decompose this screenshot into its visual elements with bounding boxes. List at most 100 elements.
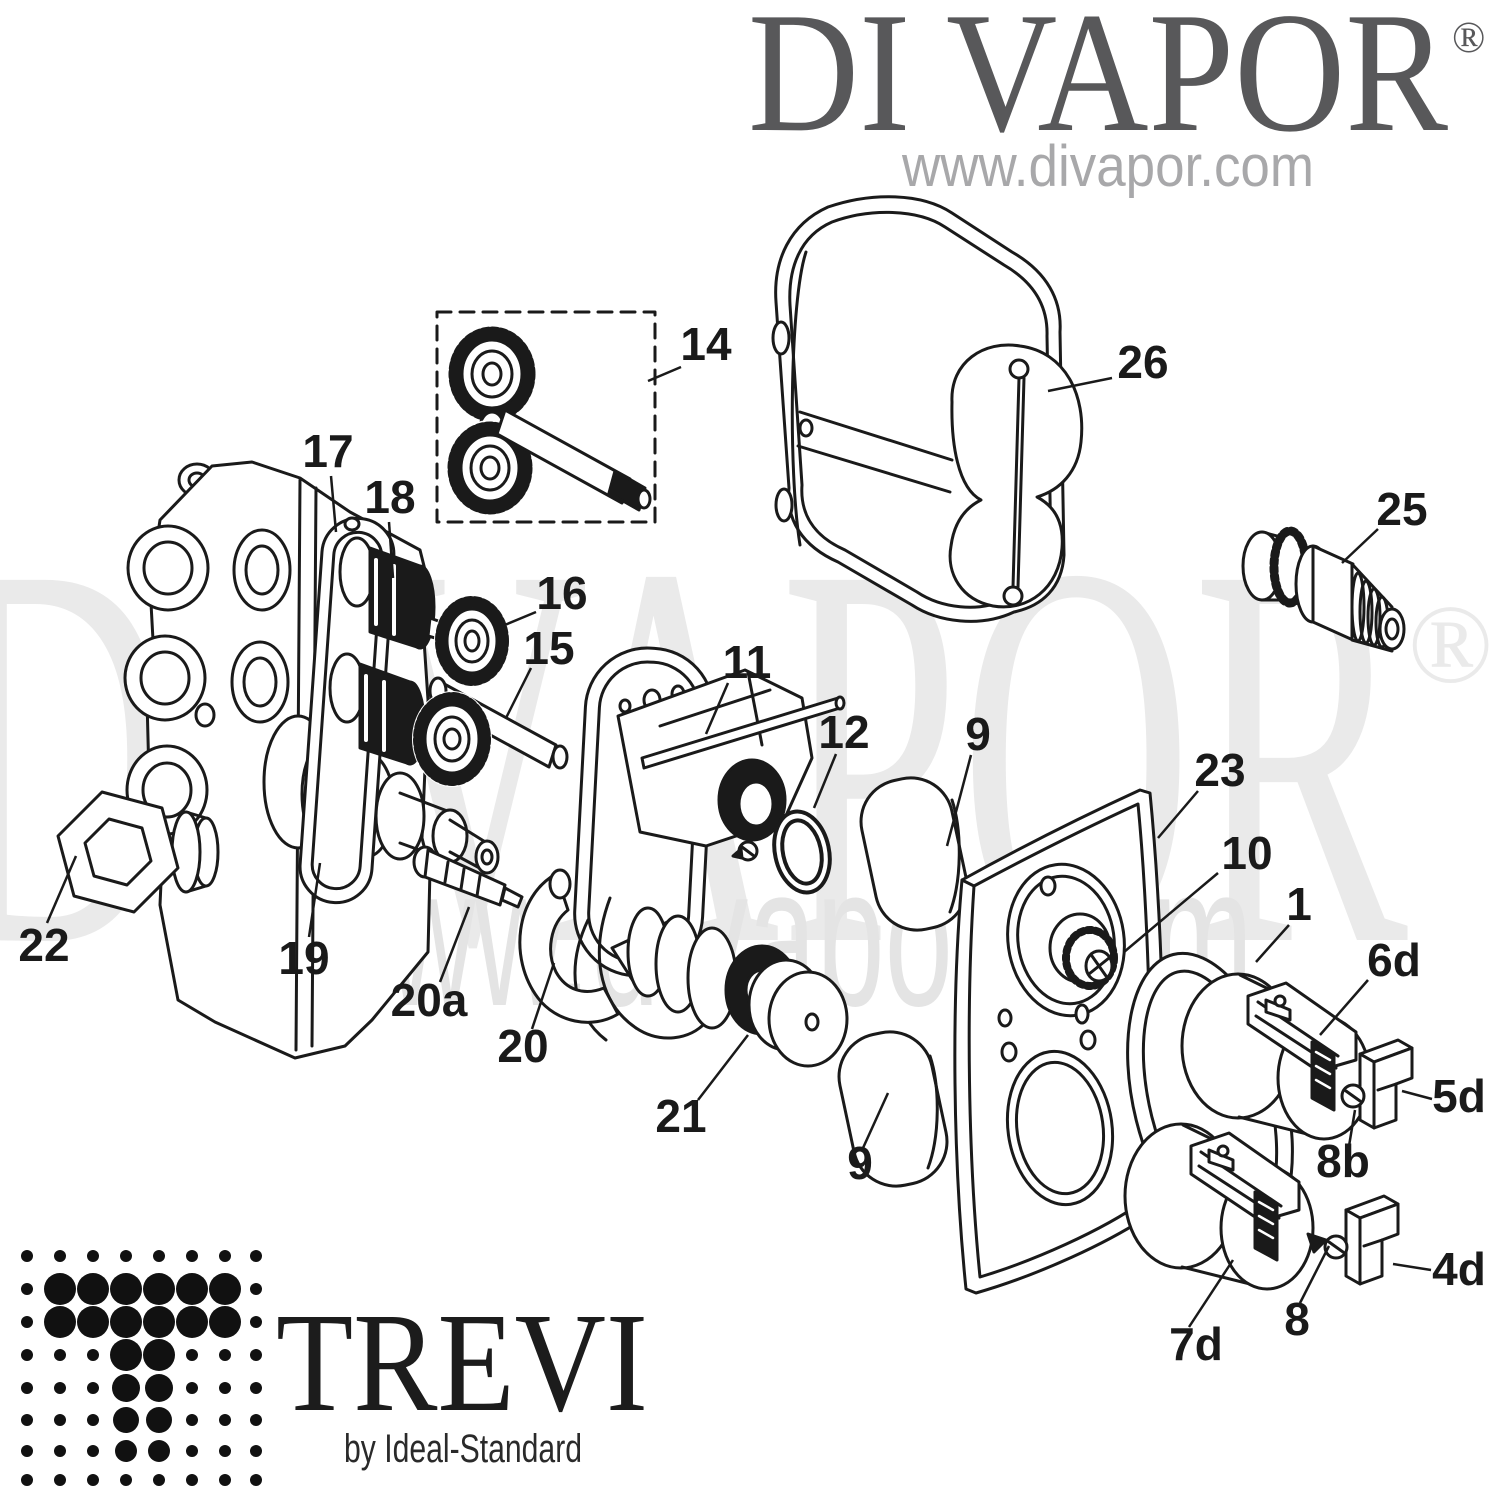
leader-line bbox=[1341, 528, 1379, 564]
trevi-logo: TREVI by Ideal-Standard bbox=[21, 1250, 648, 1486]
part-26-cover bbox=[771, 195, 1084, 623]
part-label-11: 11 bbox=[723, 636, 772, 688]
trevi-byline: by Ideal-Standard bbox=[344, 1427, 582, 1471]
trevi-dot bbox=[110, 1306, 142, 1338]
exploded-diagram bbox=[56, 195, 1414, 1295]
leader-line bbox=[504, 667, 533, 719]
trevi-dot bbox=[87, 1349, 99, 1361]
leader-line bbox=[530, 962, 556, 1030]
trevi-dot bbox=[54, 1349, 66, 1361]
trevi-dot bbox=[110, 1339, 142, 1371]
trevi-dot bbox=[219, 1382, 231, 1394]
part-7d-knob bbox=[1123, 1122, 1315, 1291]
part-label-15: 15 bbox=[523, 622, 574, 674]
trevi-dot bbox=[112, 1374, 140, 1402]
part-16-gears bbox=[434, 595, 510, 687]
part-label-20: 20 bbox=[497, 1020, 548, 1072]
trevi-dot bbox=[209, 1273, 241, 1305]
part-label-18: 18 bbox=[364, 471, 415, 523]
leader-line bbox=[1319, 979, 1369, 1036]
part-label-23: 23 bbox=[1194, 744, 1245, 796]
divapor-url[interactable]: www.divapor.com bbox=[901, 134, 1314, 199]
leader-line bbox=[329, 475, 338, 533]
part-label-19: 19 bbox=[278, 932, 329, 984]
part-label-8b: 8b bbox=[1316, 1135, 1370, 1187]
trevi-dot bbox=[110, 1273, 142, 1305]
trevi-dot bbox=[209, 1306, 241, 1338]
trevi-dot bbox=[146, 1407, 172, 1433]
trevi-dot bbox=[54, 1445, 66, 1457]
part-14-gear-assembly bbox=[435, 310, 657, 524]
trevi-dot bbox=[186, 1445, 198, 1457]
leader-line bbox=[1157, 790, 1199, 839]
trevi-dot bbox=[176, 1306, 208, 1338]
part-label-14: 14 bbox=[680, 318, 732, 370]
trevi-dot bbox=[113, 1407, 139, 1433]
leader-line bbox=[1298, 1245, 1331, 1304]
trevi-dot bbox=[115, 1440, 137, 1462]
trevi-dot bbox=[250, 1316, 262, 1328]
leader-line bbox=[704, 682, 730, 735]
part-label-7d: 7d bbox=[1169, 1318, 1223, 1370]
part-4d-clip bbox=[1344, 1194, 1400, 1286]
part-12-oring bbox=[731, 809, 832, 895]
part-label-20a: 20a bbox=[391, 974, 468, 1026]
trevi-dot bbox=[219, 1250, 231, 1262]
trevi-dot bbox=[21, 1283, 33, 1295]
trevi-dot bbox=[77, 1306, 109, 1338]
trevi-dot bbox=[143, 1339, 175, 1371]
trevi-dot bbox=[219, 1349, 231, 1361]
part-label-5d: 5d bbox=[1432, 1070, 1486, 1122]
trevi-dot bbox=[219, 1414, 231, 1426]
trevi-dot bbox=[87, 1250, 99, 1262]
part-label-1: 1 bbox=[1286, 878, 1312, 930]
leader-line bbox=[1401, 1089, 1433, 1101]
leader-line bbox=[1123, 872, 1219, 953]
part-label-26: 26 bbox=[1117, 336, 1168, 388]
trevi-dot bbox=[219, 1474, 231, 1486]
leader-line bbox=[945, 754, 973, 847]
part-25-fitting bbox=[1241, 526, 1406, 653]
leader-line bbox=[861, 1092, 890, 1149]
part-label-12: 12 bbox=[818, 706, 869, 758]
header-branding: DI VAPOR ® www.divapor.com bbox=[748, 0, 1485, 199]
trevi-dot bbox=[153, 1250, 165, 1262]
trevi-dot bbox=[145, 1374, 173, 1402]
trevi-dot bbox=[87, 1445, 99, 1457]
divapor-logo: DI VAPOR bbox=[748, 0, 1448, 168]
part-label-8: 8 bbox=[1284, 1293, 1310, 1345]
trevi-dot bbox=[120, 1474, 132, 1486]
trevi-dot bbox=[87, 1414, 99, 1426]
part-6d-knob bbox=[1180, 972, 1372, 1141]
leader-line bbox=[387, 521, 395, 579]
part-18-cartridges bbox=[328, 536, 470, 766]
part-label-9: 9 bbox=[847, 1137, 873, 1189]
trevi-dot bbox=[54, 1382, 66, 1394]
trevi-dot bbox=[87, 1474, 99, 1486]
trevi-dot bbox=[21, 1414, 33, 1426]
trevi-dot bbox=[44, 1306, 76, 1338]
trevi-dot bbox=[153, 1474, 165, 1486]
trevi-dot bbox=[186, 1250, 198, 1262]
part-label-10: 10 bbox=[1221, 827, 1272, 879]
part-20-bracket bbox=[518, 868, 620, 1024]
part-8-screw bbox=[1306, 1232, 1349, 1260]
leader-line bbox=[307, 862, 322, 938]
trevi-dot bbox=[44, 1273, 76, 1305]
part-9-grommet-bottom bbox=[837, 1030, 949, 1188]
part-11-bracket bbox=[573, 646, 846, 1042]
trevi-dot bbox=[143, 1306, 175, 1338]
part-label-25: 25 bbox=[1376, 483, 1427, 535]
trevi-dot bbox=[143, 1273, 175, 1305]
part-label-16: 16 bbox=[536, 567, 587, 619]
part-20a-screw bbox=[412, 845, 524, 909]
part-8b-screw bbox=[1340, 1083, 1366, 1109]
leader-line bbox=[1255, 924, 1290, 963]
part-23-faceplate bbox=[953, 788, 1166, 1295]
trevi-dot bbox=[250, 1445, 262, 1457]
trevi-dot bbox=[250, 1283, 262, 1295]
part-5d-clip bbox=[1358, 1038, 1414, 1130]
